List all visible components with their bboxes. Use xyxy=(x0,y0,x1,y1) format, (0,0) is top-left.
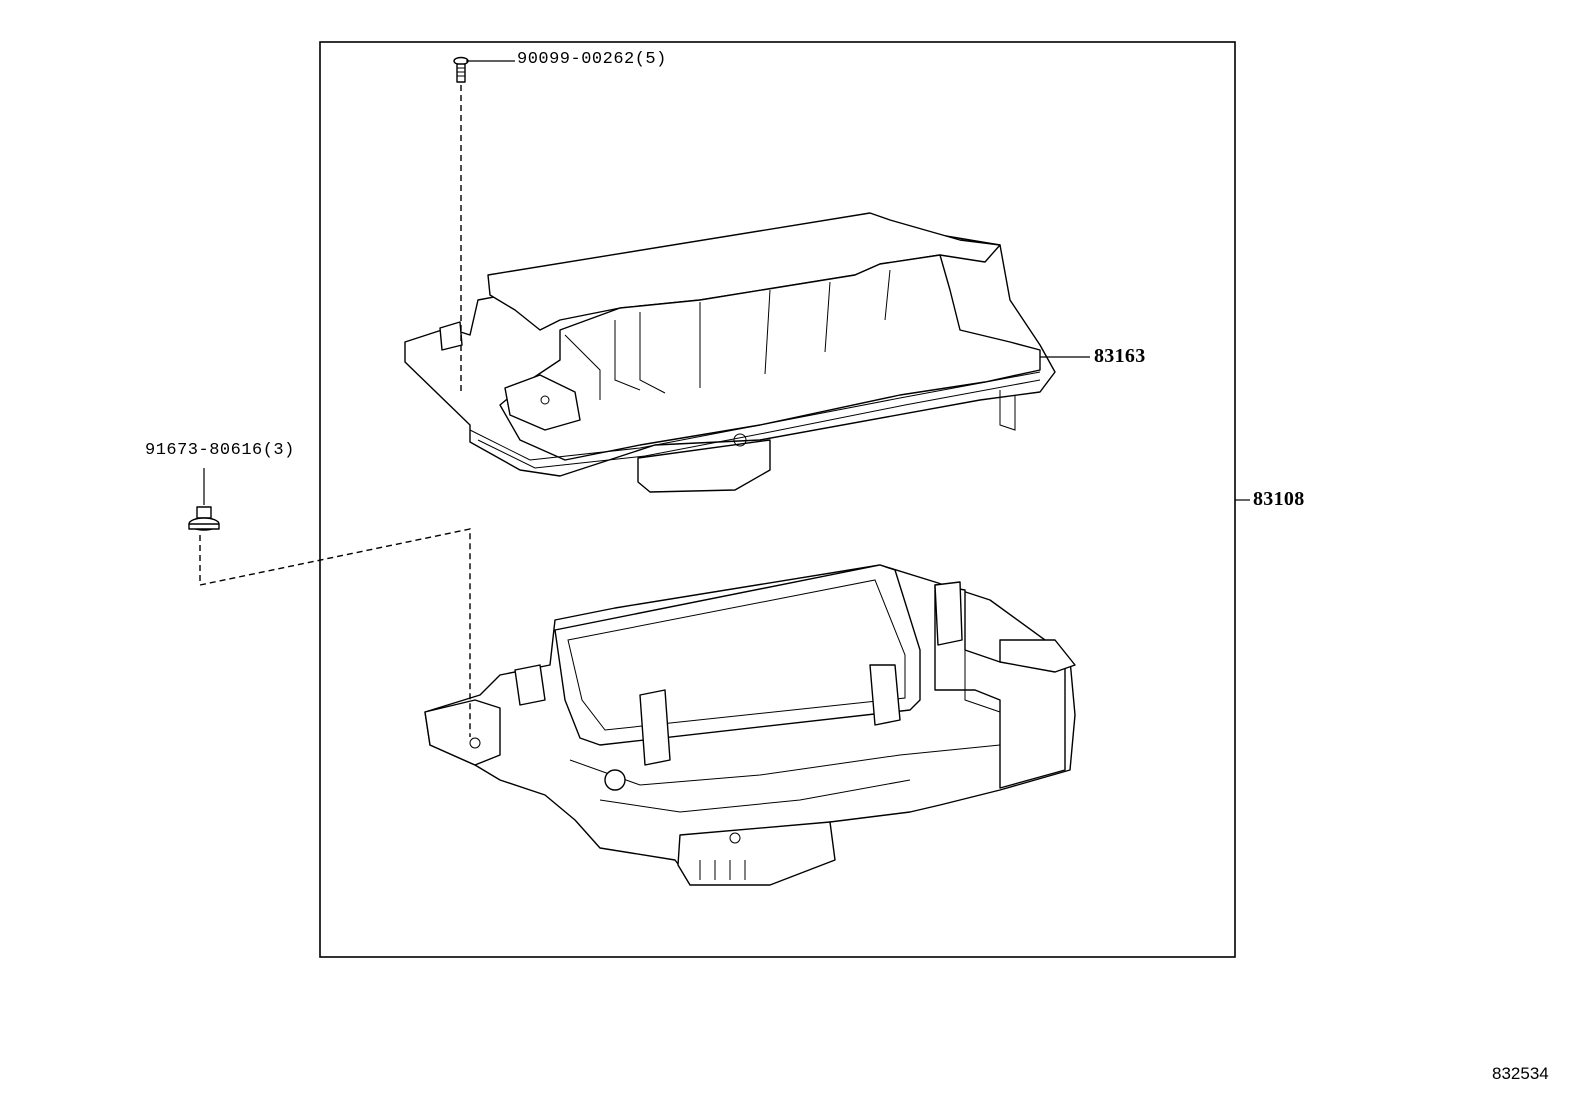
clip-dash-line xyxy=(199,528,471,737)
clip-icon xyxy=(188,506,220,531)
diagram-code: 832534 xyxy=(1492,1064,1549,1083)
upper-part-label: 83163 xyxy=(1094,345,1146,367)
screw-part-label: 90099-00262(5) xyxy=(517,50,667,69)
upper-housing xyxy=(404,212,1056,493)
clip-part-label: 91673-80616(3) xyxy=(145,441,295,460)
assembly-part-label: 83108 xyxy=(1253,488,1305,510)
lower-housing xyxy=(424,564,1076,886)
screw-icon xyxy=(453,56,469,83)
